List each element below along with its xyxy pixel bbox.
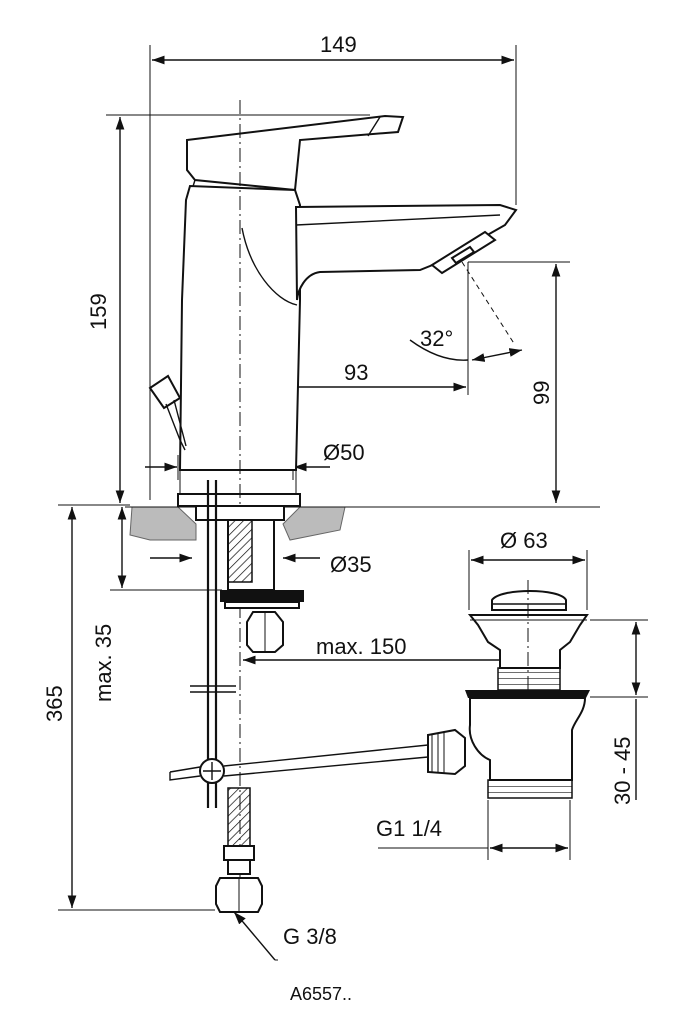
popup-waste xyxy=(427,580,590,799)
spout-height-dimension: 99 xyxy=(468,261,570,503)
deck-thickness-dimension: max. 35 xyxy=(91,507,222,702)
rod-reach-dimension: max. 150 xyxy=(243,634,526,665)
waste-diameter-dimension: Ø 63 xyxy=(468,528,588,610)
dim-max-150: max. 150 xyxy=(316,634,407,659)
dim-o35: Ø35 xyxy=(330,552,372,577)
hose-thread-callout: G 3/8 xyxy=(233,911,337,961)
dim-149: 149 xyxy=(320,32,357,57)
shank-assembly xyxy=(169,480,429,808)
dim-32-degrees: 32° xyxy=(420,326,453,351)
dim-o63: Ø 63 xyxy=(500,528,548,553)
product-code: A6557.. xyxy=(290,984,352,1004)
shank-diameter-dimension: Ø35 xyxy=(150,552,372,577)
faucet-body xyxy=(148,100,518,900)
waste-range-dimension: 30 - 45 xyxy=(590,619,648,806)
waste-thread-dimension: G1 1/4 xyxy=(376,800,571,860)
dim-159: 159 xyxy=(86,293,111,330)
dim-30-45: 30 - 45 xyxy=(610,737,635,806)
width-dimension: 149 xyxy=(149,32,517,500)
dim-99: 99 xyxy=(529,381,554,405)
angle-dimension: 32° xyxy=(409,261,523,362)
height-dimension: 159 xyxy=(86,114,370,503)
dim-o50: Ø50 xyxy=(323,440,365,465)
total-length-dimension: 365 xyxy=(42,504,215,911)
body-diameter-dimension: Ø50 xyxy=(145,440,365,480)
supply-hose xyxy=(215,787,263,913)
dim-max-35: max. 35 xyxy=(91,624,116,702)
dim-g-3-8: G 3/8 xyxy=(283,924,337,949)
dim-g1-1-4: G1 1/4 xyxy=(376,816,442,841)
dim-93: 93 xyxy=(344,360,368,385)
dim-365: 365 xyxy=(42,685,67,722)
